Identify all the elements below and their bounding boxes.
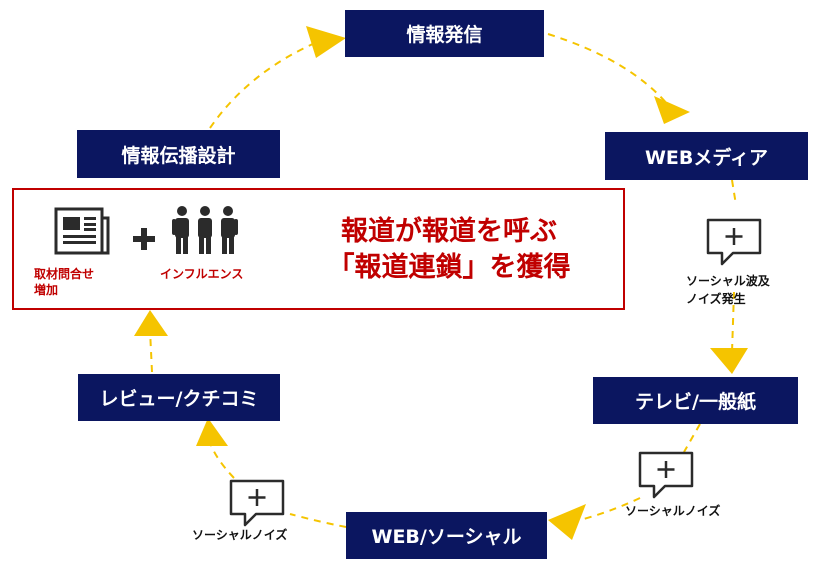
arrow-path-webmedia-to-chat	[731, 179, 737, 206]
social-noise-note-left: ソーシャルノイズ	[192, 528, 288, 542]
inquiry-increase-label: 取材問合せ 増加	[34, 267, 95, 297]
arrow-icon	[196, 418, 228, 446]
center-panel: 取材問合せ 増加 インフルエンス 報道が報道を呼ぶ 「報道連鎖」を獲得	[12, 188, 625, 310]
plus-icon	[133, 228, 155, 250]
stage-review: レビュー/クチコミ	[78, 374, 280, 421]
arrow-icon	[548, 504, 586, 540]
arrow-path-tv-to-chat	[683, 423, 701, 453]
stage-info-release: 情報発信	[345, 10, 544, 57]
stage-web-social: WEB/ソーシャル	[346, 512, 547, 559]
stage-label: WEBメディア	[644, 146, 769, 169]
arrow-icon	[654, 96, 690, 124]
arrow-path-chat-to-review	[209, 441, 235, 479]
social-noise-note-right: ソーシャルノイズ	[625, 504, 721, 518]
arrow-icon	[710, 348, 748, 374]
people-icon	[172, 206, 238, 254]
chat-bubble-icon	[706, 218, 762, 266]
arrow-path-design-to-release	[209, 39, 323, 129]
arrow-path-chat-to-tv	[731, 291, 735, 353]
stage-web-media: WEBメディア	[605, 132, 808, 180]
arrow-path-release-to-webmedia	[547, 33, 669, 106]
influence-label: インフルエンス	[160, 267, 244, 281]
arrow-path-chat-to-websocial	[579, 497, 641, 521]
stage-label: WEB/ソーシャル	[371, 526, 522, 548]
arrow-path-review-to-center	[149, 329, 153, 373]
stage-tv-paper: テレビ/一般紙	[593, 377, 798, 424]
chat-bubble-icon	[638, 451, 694, 499]
stage-label: 情報発信	[406, 24, 483, 46]
stage-design: 情報伝播設計	[77, 130, 280, 178]
arrow-path-websocial-to-chat	[289, 513, 347, 528]
stage-label: 情報伝播設計	[121, 144, 236, 167]
arrow-icon	[134, 310, 168, 336]
social-spread-note: ソーシャル波及 ノイズ発生	[686, 274, 770, 306]
stage-label: テレビ/一般紙	[635, 391, 756, 413]
stage-label: レビュー/クチコミ	[99, 388, 259, 410]
newspaper-icon	[54, 207, 110, 255]
arrow-icon	[306, 26, 346, 58]
center-headline: 報道が報道を呼ぶ 「報道連鎖」を獲得	[327, 216, 571, 283]
chat-bubble-icon	[229, 479, 285, 527]
